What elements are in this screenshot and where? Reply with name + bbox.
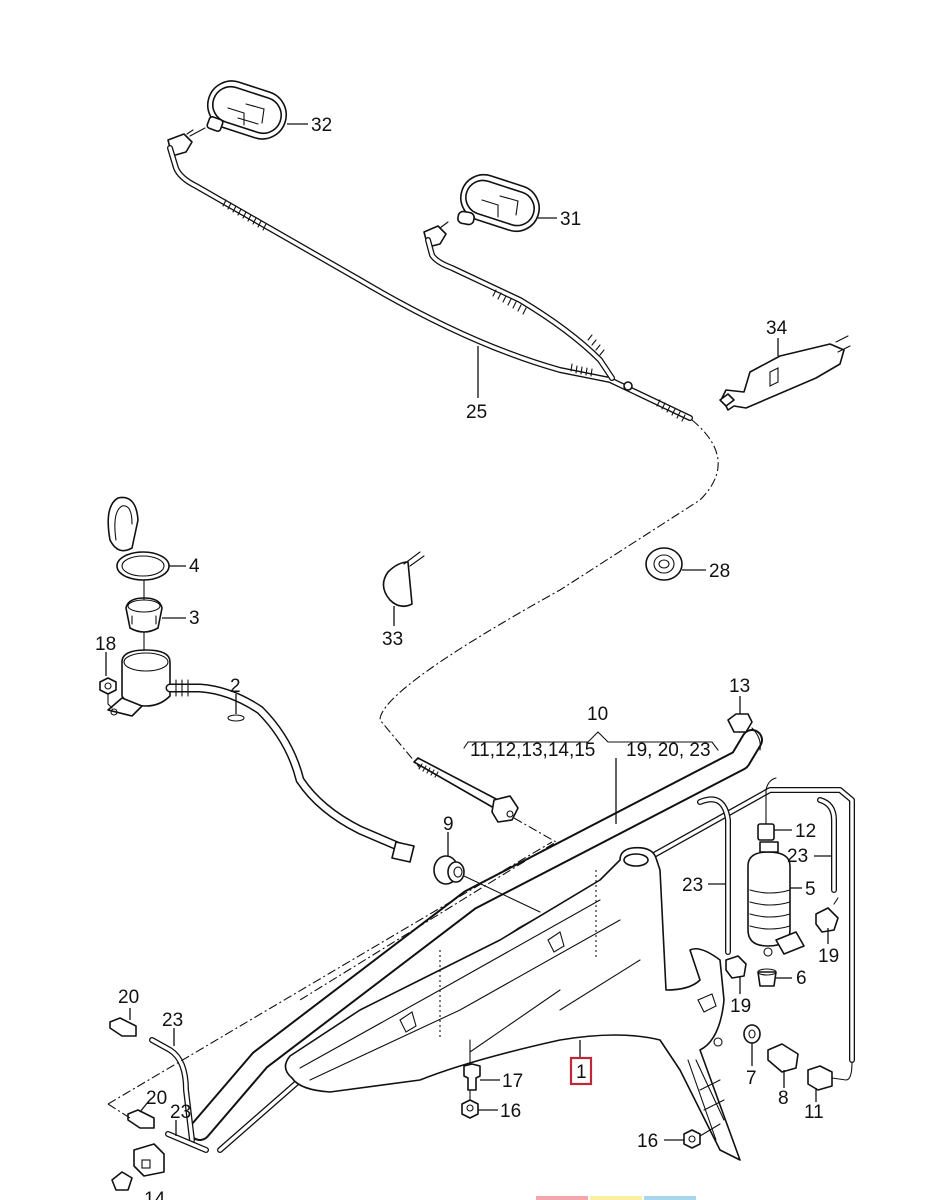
callout-8[interactable]: 8 bbox=[778, 1088, 789, 1109]
non-return-valve-19a[interactable] bbox=[725, 955, 747, 979]
callout-18[interactable]: 18 bbox=[95, 634, 116, 655]
filler-cap-4[interactable] bbox=[107, 496, 170, 581]
callout-23-mid[interactable]: 23 bbox=[682, 875, 703, 896]
callout-10[interactable]: 10 bbox=[587, 704, 608, 725]
seal-7[interactable] bbox=[743, 1024, 761, 1044]
hose-assembly-25[interactable] bbox=[167, 145, 693, 422]
callout-7[interactable]: 7 bbox=[746, 1068, 757, 1089]
callout-10-kit-wiring: 11,12,13,14,15 bbox=[470, 740, 595, 761]
callout-23-left-bottom[interactable]: 23 bbox=[170, 1102, 191, 1123]
washer-pump-5[interactable] bbox=[747, 841, 805, 957]
callout-labels: 32 31 34 25 4 3 18 2 33 28 13 10 11,12,1… bbox=[95, 115, 839, 1200]
grommet-6[interactable] bbox=[757, 968, 777, 987]
callout-23-right[interactable]: 23 bbox=[787, 846, 808, 867]
washer-jet-32[interactable] bbox=[167, 75, 292, 157]
callout-14[interactable]: 14 bbox=[144, 1189, 166, 1200]
callout-33[interactable]: 33 bbox=[382, 629, 403, 650]
bolt-17[interactable] bbox=[463, 1063, 481, 1091]
callout-23-left-top[interactable]: 23 bbox=[162, 1010, 183, 1031]
seal-9[interactable] bbox=[433, 855, 465, 885]
hose-23-vertical[interactable] bbox=[697, 796, 837, 955]
level-sender-8[interactable] bbox=[767, 1043, 799, 1073]
nozzle-tube[interactable] bbox=[413, 757, 519, 823]
nut-16a[interactable] bbox=[461, 1099, 479, 1119]
kit-bracket-10 bbox=[463, 731, 719, 751]
callout-28[interactable]: 28 bbox=[709, 561, 730, 582]
connector-14[interactable] bbox=[133, 1143, 165, 1177]
strainer-3[interactable] bbox=[125, 597, 163, 633]
non-return-valve-19b[interactable] bbox=[815, 897, 839, 933]
callout-19-mid[interactable]: 19 bbox=[730, 996, 751, 1017]
callout-1[interactable]: 1 bbox=[576, 1062, 587, 1083]
footer-color-bar-red bbox=[536, 1196, 588, 1200]
nut-18[interactable] bbox=[99, 677, 117, 695]
connector-20a[interactable] bbox=[109, 1017, 137, 1037]
filler-neck-2[interactable] bbox=[107, 649, 415, 863]
callout-34[interactable]: 34 bbox=[766, 318, 788, 339]
callout-16-left[interactable]: 16 bbox=[500, 1101, 521, 1122]
cable-tie-33[interactable] bbox=[382, 551, 425, 608]
callout-6[interactable]: 6 bbox=[796, 968, 807, 989]
connector-20b[interactable] bbox=[127, 1109, 155, 1129]
callout-16-right[interactable]: 16 bbox=[637, 1131, 658, 1152]
callout-20-bottom[interactable]: 20 bbox=[146, 1088, 167, 1109]
callout-3[interactable]: 3 bbox=[189, 608, 200, 629]
callout-11[interactable]: 11 bbox=[804, 1102, 824, 1123]
callout-2[interactable]: 2 bbox=[230, 676, 241, 697]
callout-19-right[interactable]: 19 bbox=[818, 946, 839, 967]
callout-10-kit-hoses: 19, 20, 23 bbox=[626, 740, 711, 761]
footer-color-bar-blue bbox=[644, 1196, 696, 1200]
connector-12[interactable] bbox=[757, 777, 777, 841]
washer-jet-31[interactable] bbox=[423, 169, 545, 248]
clip-15[interactable] bbox=[111, 1171, 133, 1191]
callout-25[interactable]: 25 bbox=[466, 402, 487, 423]
footer-color-bar-yellow bbox=[590, 1196, 642, 1200]
callout-4[interactable]: 4 bbox=[189, 556, 200, 577]
nut-16b[interactable] bbox=[683, 1129, 701, 1149]
grommet-28[interactable] bbox=[645, 547, 683, 581]
callout-5[interactable]: 5 bbox=[805, 879, 816, 900]
connector-11[interactable] bbox=[807, 1061, 853, 1091]
highlight-box-part-1 bbox=[569, 1056, 593, 1086]
callout-17[interactable]: 17 bbox=[502, 1071, 523, 1092]
hose-23-left-a[interactable] bbox=[149, 1037, 195, 1143]
leader-lines bbox=[105, 123, 832, 1141]
hose-23-left-b[interactable] bbox=[165, 1131, 209, 1153]
callout-12[interactable]: 12 bbox=[795, 821, 816, 842]
callout-13[interactable]: 13 bbox=[729, 676, 750, 697]
connector-13[interactable] bbox=[727, 713, 761, 751]
callout-20-top[interactable]: 20 bbox=[118, 987, 139, 1008]
bracket-34[interactable] bbox=[719, 335, 851, 411]
callout-9[interactable]: 9 bbox=[443, 814, 454, 835]
callout-31[interactable]: 31 bbox=[560, 209, 581, 230]
callout-32[interactable]: 32 bbox=[311, 115, 332, 136]
